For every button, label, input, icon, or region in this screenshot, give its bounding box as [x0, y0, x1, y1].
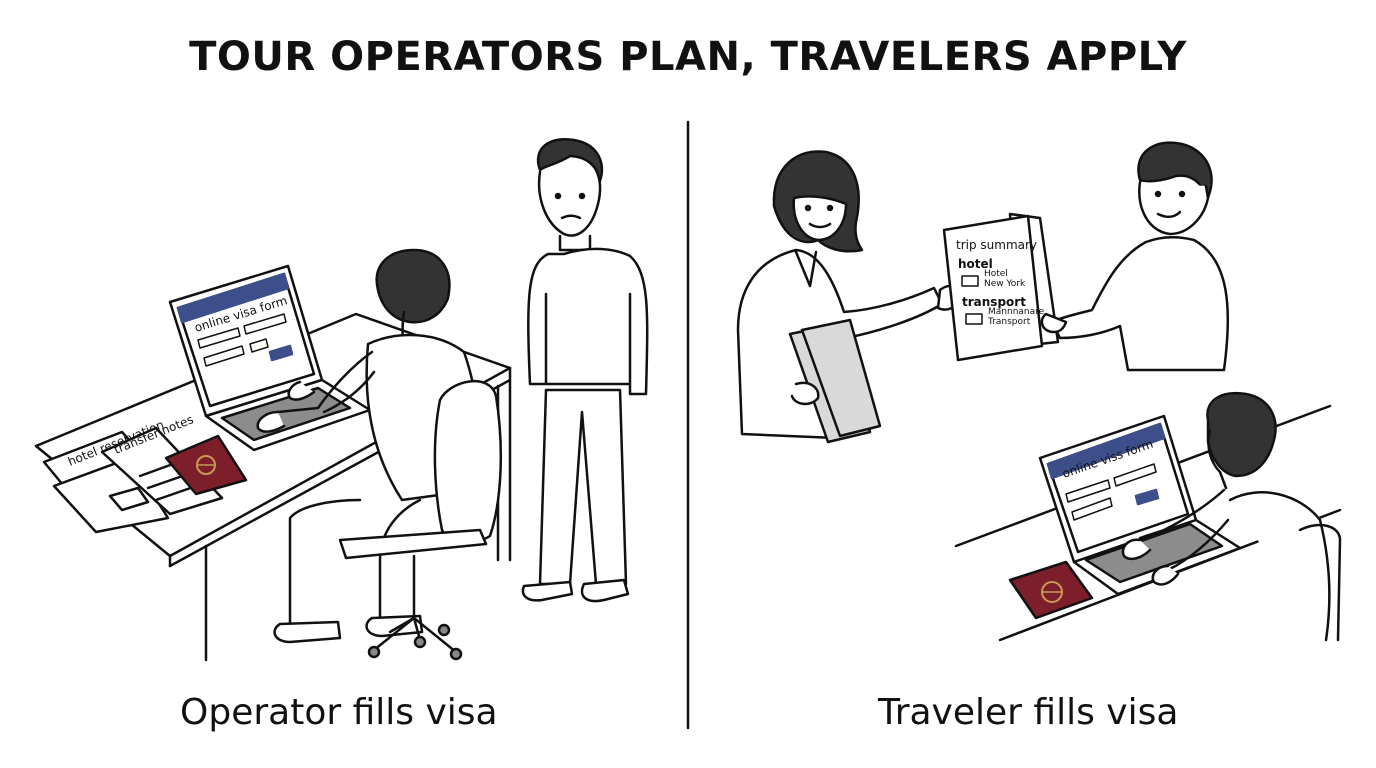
traveler-figure — [1040, 141, 1230, 372]
held-folder — [788, 318, 882, 444]
caption-operator: Operator fills visa — [180, 692, 498, 733]
passport-left — [164, 434, 248, 496]
summary-heading: trip summary — [956, 238, 1037, 252]
summary-hotel-label: hotel — [958, 257, 993, 271]
passport-right — [1008, 560, 1094, 620]
standing-traveler — [521, 138, 649, 603]
summary-transport-line-2: Transport — [987, 317, 1031, 327]
summary-transport-line-1: Mannnanare — [988, 307, 1045, 317]
office-chair — [338, 380, 503, 661]
caption-traveler: Traveler fills visa — [878, 692, 1179, 733]
page-title: TOUR OPERATORS PLAN, TRAVELERS APPLY — [189, 34, 1187, 80]
summary-transport-label: transport — [962, 295, 1026, 309]
summary-hotel-line-1: Hotel — [984, 269, 1008, 279]
laptop-left: online visa form — [168, 264, 372, 452]
seated-traveler — [1121, 391, 1342, 642]
trip-summary-document: trip summary hotel Hotel New York transp… — [942, 212, 1060, 362]
summary-hotel-line-2: New York — [984, 279, 1026, 289]
laptop-right: online viss form — [1038, 414, 1242, 596]
